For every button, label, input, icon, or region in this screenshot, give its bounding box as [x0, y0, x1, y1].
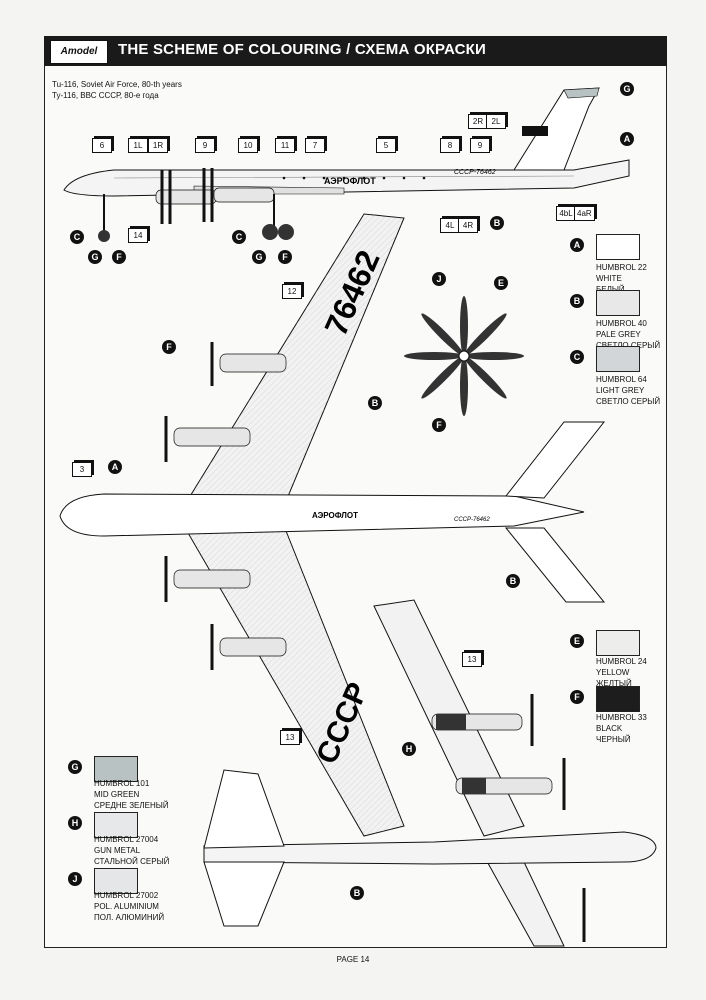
- callout-3: 3: [72, 462, 92, 477]
- badge-a-top: A: [108, 460, 122, 474]
- legend-j-swatch: [94, 868, 138, 894]
- legend-a-badge: A: [570, 238, 584, 252]
- badge-b-tail: B: [506, 574, 520, 588]
- legend-h-badge: H: [68, 816, 82, 830]
- badge-c-nose: C: [70, 230, 84, 244]
- callout-5: 5: [376, 138, 396, 153]
- badge-g-main: G: [252, 250, 266, 264]
- top-aeroflot-text: АЭРОФЛОТ: [312, 511, 358, 520]
- badge-f-nose: F: [112, 250, 126, 264]
- side-aeroflot-text: АЭРОФЛОТ: [324, 176, 376, 186]
- callout-7: 7: [305, 138, 325, 153]
- legend-a-swatch: [596, 234, 640, 260]
- badge-c-main: C: [232, 230, 246, 244]
- page-number: PAGE 14: [336, 955, 370, 964]
- badge-f-prop: F: [162, 340, 176, 354]
- badge-b-wing: B: [368, 396, 382, 410]
- callout-12: 12: [282, 284, 302, 299]
- badge-b-side: B: [490, 216, 504, 230]
- legend-f-swatch: [596, 686, 640, 712]
- legend-c-swatch: [596, 346, 640, 372]
- legend-e-badge: E: [570, 634, 584, 648]
- page-title: THE SCHEME OF COLOURING / СХЕМА ОКРАСКИ: [118, 41, 486, 58]
- legend-j-badge: J: [68, 872, 82, 886]
- title-bar: [44, 36, 667, 66]
- subtitle-en: Tu-116, Soviet Air Force, 80-th years: [52, 80, 182, 89]
- legend-h-swatch: [94, 812, 138, 838]
- side-registration-text: СССР-76462: [454, 169, 496, 176]
- badge-f-propdetail: F: [432, 418, 446, 432]
- callout-8: 8: [440, 138, 460, 153]
- callout-9-right: 9: [470, 138, 490, 153]
- legend-g-badge: G: [68, 760, 82, 774]
- amodel-logo: Amodel: [50, 40, 108, 64]
- legend-b-badge: B: [570, 294, 584, 308]
- callout-1R: 1R: [148, 138, 168, 153]
- callout-4R: 4R: [458, 218, 478, 233]
- propeller-detail: [404, 296, 524, 416]
- badge-g-fin: G: [620, 82, 634, 96]
- callout-13-top: 13: [280, 730, 300, 745]
- legend-c-badge: C: [570, 350, 584, 364]
- callout-14: 14: [128, 228, 148, 243]
- legend-b-swatch: [596, 290, 640, 316]
- badge-j-prop: J: [432, 272, 446, 286]
- callout-9-left: 9: [195, 138, 215, 153]
- legend-g-swatch: [94, 756, 138, 782]
- callout-6: 6: [92, 138, 112, 153]
- badge-e-prop: E: [494, 276, 508, 290]
- callout-4aR: 4aR: [574, 206, 595, 221]
- callout-10: 10: [238, 138, 258, 153]
- badge-g-nose: G: [88, 250, 102, 264]
- badge-h-bottom: H: [402, 742, 416, 756]
- badge-a-fin: A: [620, 132, 634, 146]
- bottom-view: [203, 599, 657, 947]
- badge-f-main: F: [278, 250, 292, 264]
- aircraft-drawings: АЭРОФЛОТ СССР-76462 АЭРОФЛОТ СССР-76462 …: [59, 87, 657, 947]
- callout-11: 11: [275, 138, 295, 153]
- callout-1L: 1L: [128, 138, 148, 153]
- callout-2L: 2L: [486, 114, 506, 129]
- top-registration-text: СССР-76462: [454, 517, 490, 523]
- legend-e-swatch: [596, 630, 640, 656]
- side-view: АЭРОФЛОТ СССР-76462: [63, 87, 630, 242]
- badge-b-bottom: B: [350, 886, 364, 900]
- callout-4L: 4L: [440, 218, 460, 233]
- subtitle-ru: Ту-116, ВВС СССР, 80-е года: [52, 91, 159, 100]
- callout-2R: 2R: [468, 114, 488, 129]
- legend-a-text: HUMBROL 22WHITEБЕЛЫЙ: [596, 263, 647, 294]
- legend-f-badge: F: [570, 690, 584, 704]
- callout-13-bottom: 13: [462, 652, 482, 667]
- callout-4bL: 4bL: [556, 206, 576, 221]
- top-view: АЭРОФЛОТ СССР-76462 76462 СССР: [59, 213, 606, 837]
